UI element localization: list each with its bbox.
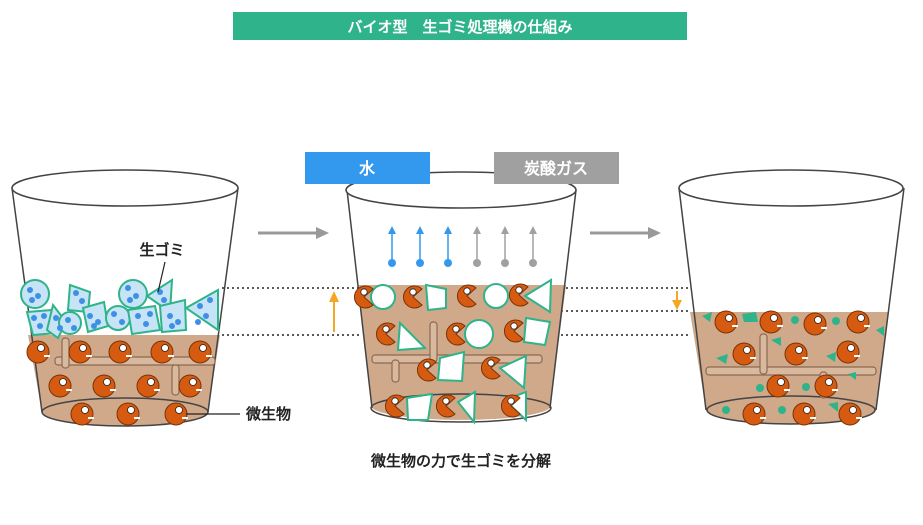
microbe-faces	[725, 314, 865, 414]
microbes	[354, 283, 529, 418]
microbe-faces	[37, 344, 207, 414]
water-vapor-arrows	[388, 226, 452, 267]
cup-before: 生ゴミ 微生物	[11, 169, 291, 427]
level-drop-arrow	[672, 291, 682, 310]
level-guides	[222, 287, 690, 336]
garbage-pile	[20, 278, 219, 340]
cup-during: 水 炭酸ガス	[305, 152, 619, 470]
cup-after	[672, 169, 905, 426]
co2-arrows	[473, 226, 537, 267]
pipes	[54, 337, 216, 396]
title-bar	[233, 12, 687, 40]
garbage-leader	[157, 261, 166, 293]
microbe-mouths	[44, 355, 212, 419]
diagram-title: バイオ型 生ゴミ処理機の仕組み	[347, 18, 572, 36]
process-arrow-2	[590, 227, 661, 239]
water-label: 水	[359, 159, 376, 178]
residue-bits	[702, 312, 884, 414]
microbe-mouths	[732, 325, 870, 419]
microbe-eyes	[360, 286, 523, 405]
water-box	[305, 152, 430, 184]
caption: 微生物の力で生ゴミを分解	[370, 452, 551, 470]
co2-label: 炭酸ガス	[524, 159, 588, 178]
co2-box	[494, 152, 619, 184]
level-rise-arrow	[329, 291, 339, 332]
microbe-label: 微生物	[245, 405, 291, 423]
garbage-dots	[27, 285, 213, 331]
garbage-label: 生ゴミ	[139, 241, 184, 259]
process-arrow-1	[258, 227, 329, 239]
